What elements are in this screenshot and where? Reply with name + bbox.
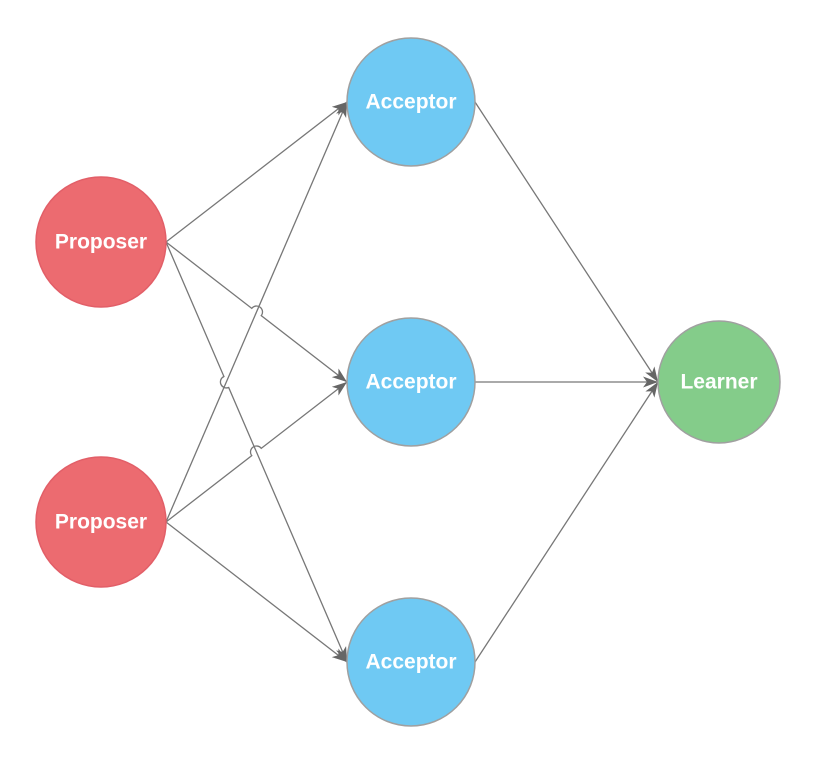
node-acceptor-1[interactable]: Acceptor <box>346 37 476 167</box>
node-acceptor-1-label: Acceptor <box>365 91 456 114</box>
node-proposer-2-circle[interactable] <box>35 456 167 588</box>
edge-proposer-1-to-acceptor-2[interactable] <box>165 241 348 383</box>
node-acceptor-2-circle[interactable] <box>346 317 476 447</box>
node-acceptor-3-circle[interactable] <box>346 597 476 727</box>
edge-acceptor-1-to-learner[interactable] <box>474 101 659 383</box>
node-proposer-2[interactable]: Proposer <box>35 456 167 588</box>
node-learner[interactable]: Learner <box>657 320 781 444</box>
node-acceptor-1-circle[interactable] <box>346 37 476 167</box>
edge-proposer-2-to-acceptor-3[interactable] <box>165 521 348 663</box>
edge-proposer-1-to-acceptor-1[interactable] <box>165 101 348 243</box>
node-proposer-1-label: Proposer <box>55 231 147 254</box>
node-proposer-2-label: Proposer <box>55 511 147 534</box>
edge-proposer-2-to-acceptor-2[interactable] <box>165 381 348 523</box>
edge-proposer-1-to-acceptor-3[interactable] <box>165 241 348 663</box>
node-proposer-1-circle[interactable] <box>35 176 167 308</box>
node-acceptor-3-label: Acceptor <box>365 651 456 674</box>
node-acceptor-2[interactable]: Acceptor <box>346 317 476 447</box>
node-learner-circle[interactable] <box>657 320 781 444</box>
node-learner-label: Learner <box>680 371 757 394</box>
node-acceptor-3[interactable]: Acceptor <box>346 597 476 727</box>
node-proposer-1[interactable]: Proposer <box>35 176 167 308</box>
node-acceptor-2-label: Acceptor <box>365 371 456 394</box>
edge-proposer-2-to-acceptor-1[interactable] <box>165 101 348 523</box>
edge-acceptor-3-to-learner[interactable] <box>474 381 659 663</box>
